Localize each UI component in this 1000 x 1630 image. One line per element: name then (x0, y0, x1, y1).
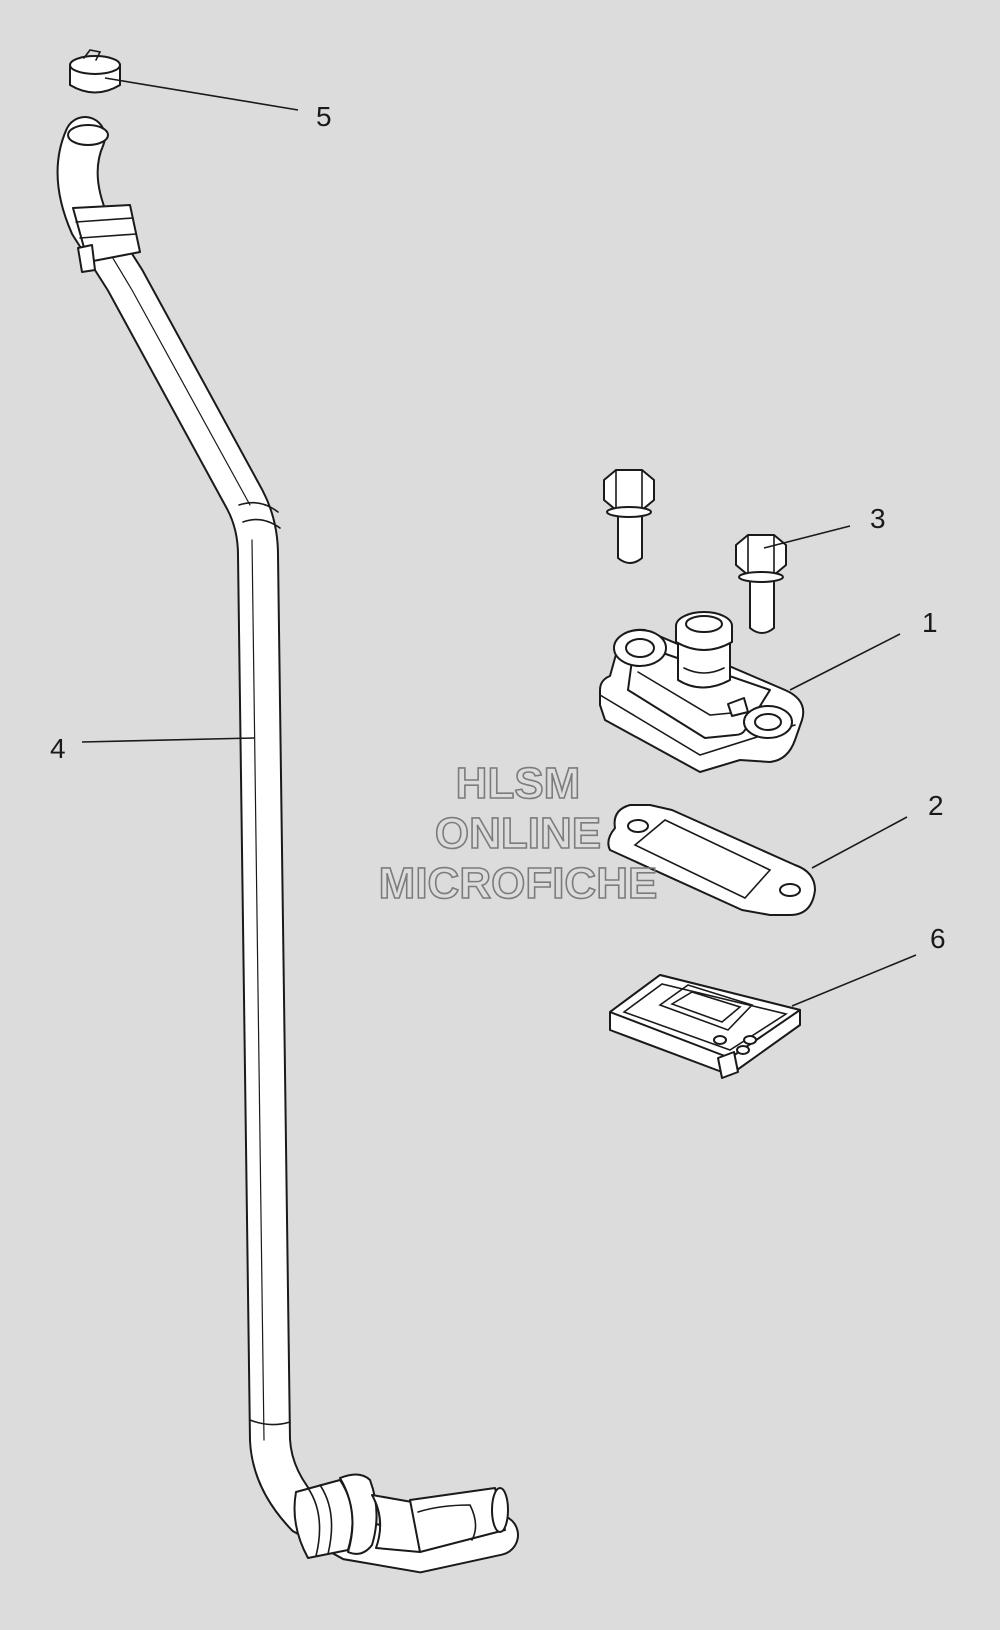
leader-lines (81, 77, 917, 1007)
leader-6 (791, 954, 917, 1007)
leader-3 (763, 525, 851, 549)
part-3-bolt-a[interactable] (603, 469, 655, 564)
part-6-reed-valve[interactable] (609, 974, 801, 1079)
watermark-line-2: ONLINE (435, 809, 601, 858)
callout-6[interactable]: 6 (930, 923, 946, 954)
leader-2 (811, 816, 908, 869)
part-3-bolt-b[interactable] (735, 534, 787, 634)
watermark-line-1: HLSM (456, 759, 581, 808)
callout-2[interactable]: 2 (928, 790, 944, 821)
callout-4[interactable]: 4 (50, 733, 66, 764)
callout-3[interactable]: 3 (870, 503, 886, 534)
leader-1 (789, 633, 901, 691)
leader-5 (104, 77, 299, 111)
part-1-cover-housing[interactable] (599, 611, 805, 773)
callout-5[interactable]: 5 (316, 101, 332, 132)
watermark-line-3: MICROFICHE (379, 859, 658, 908)
leader-4 (81, 737, 255, 743)
callout-1[interactable]: 1 (922, 607, 938, 638)
part-2-gasket[interactable] (607, 804, 816, 916)
watermark: HLSM ONLINE MICROFICHE (378, 758, 658, 909)
callouts: 5 4 3 1 2 6 (50, 101, 946, 954)
part-5-clamp[interactable] (69, 49, 121, 94)
part-4-hose[interactable] (56, 116, 519, 1574)
